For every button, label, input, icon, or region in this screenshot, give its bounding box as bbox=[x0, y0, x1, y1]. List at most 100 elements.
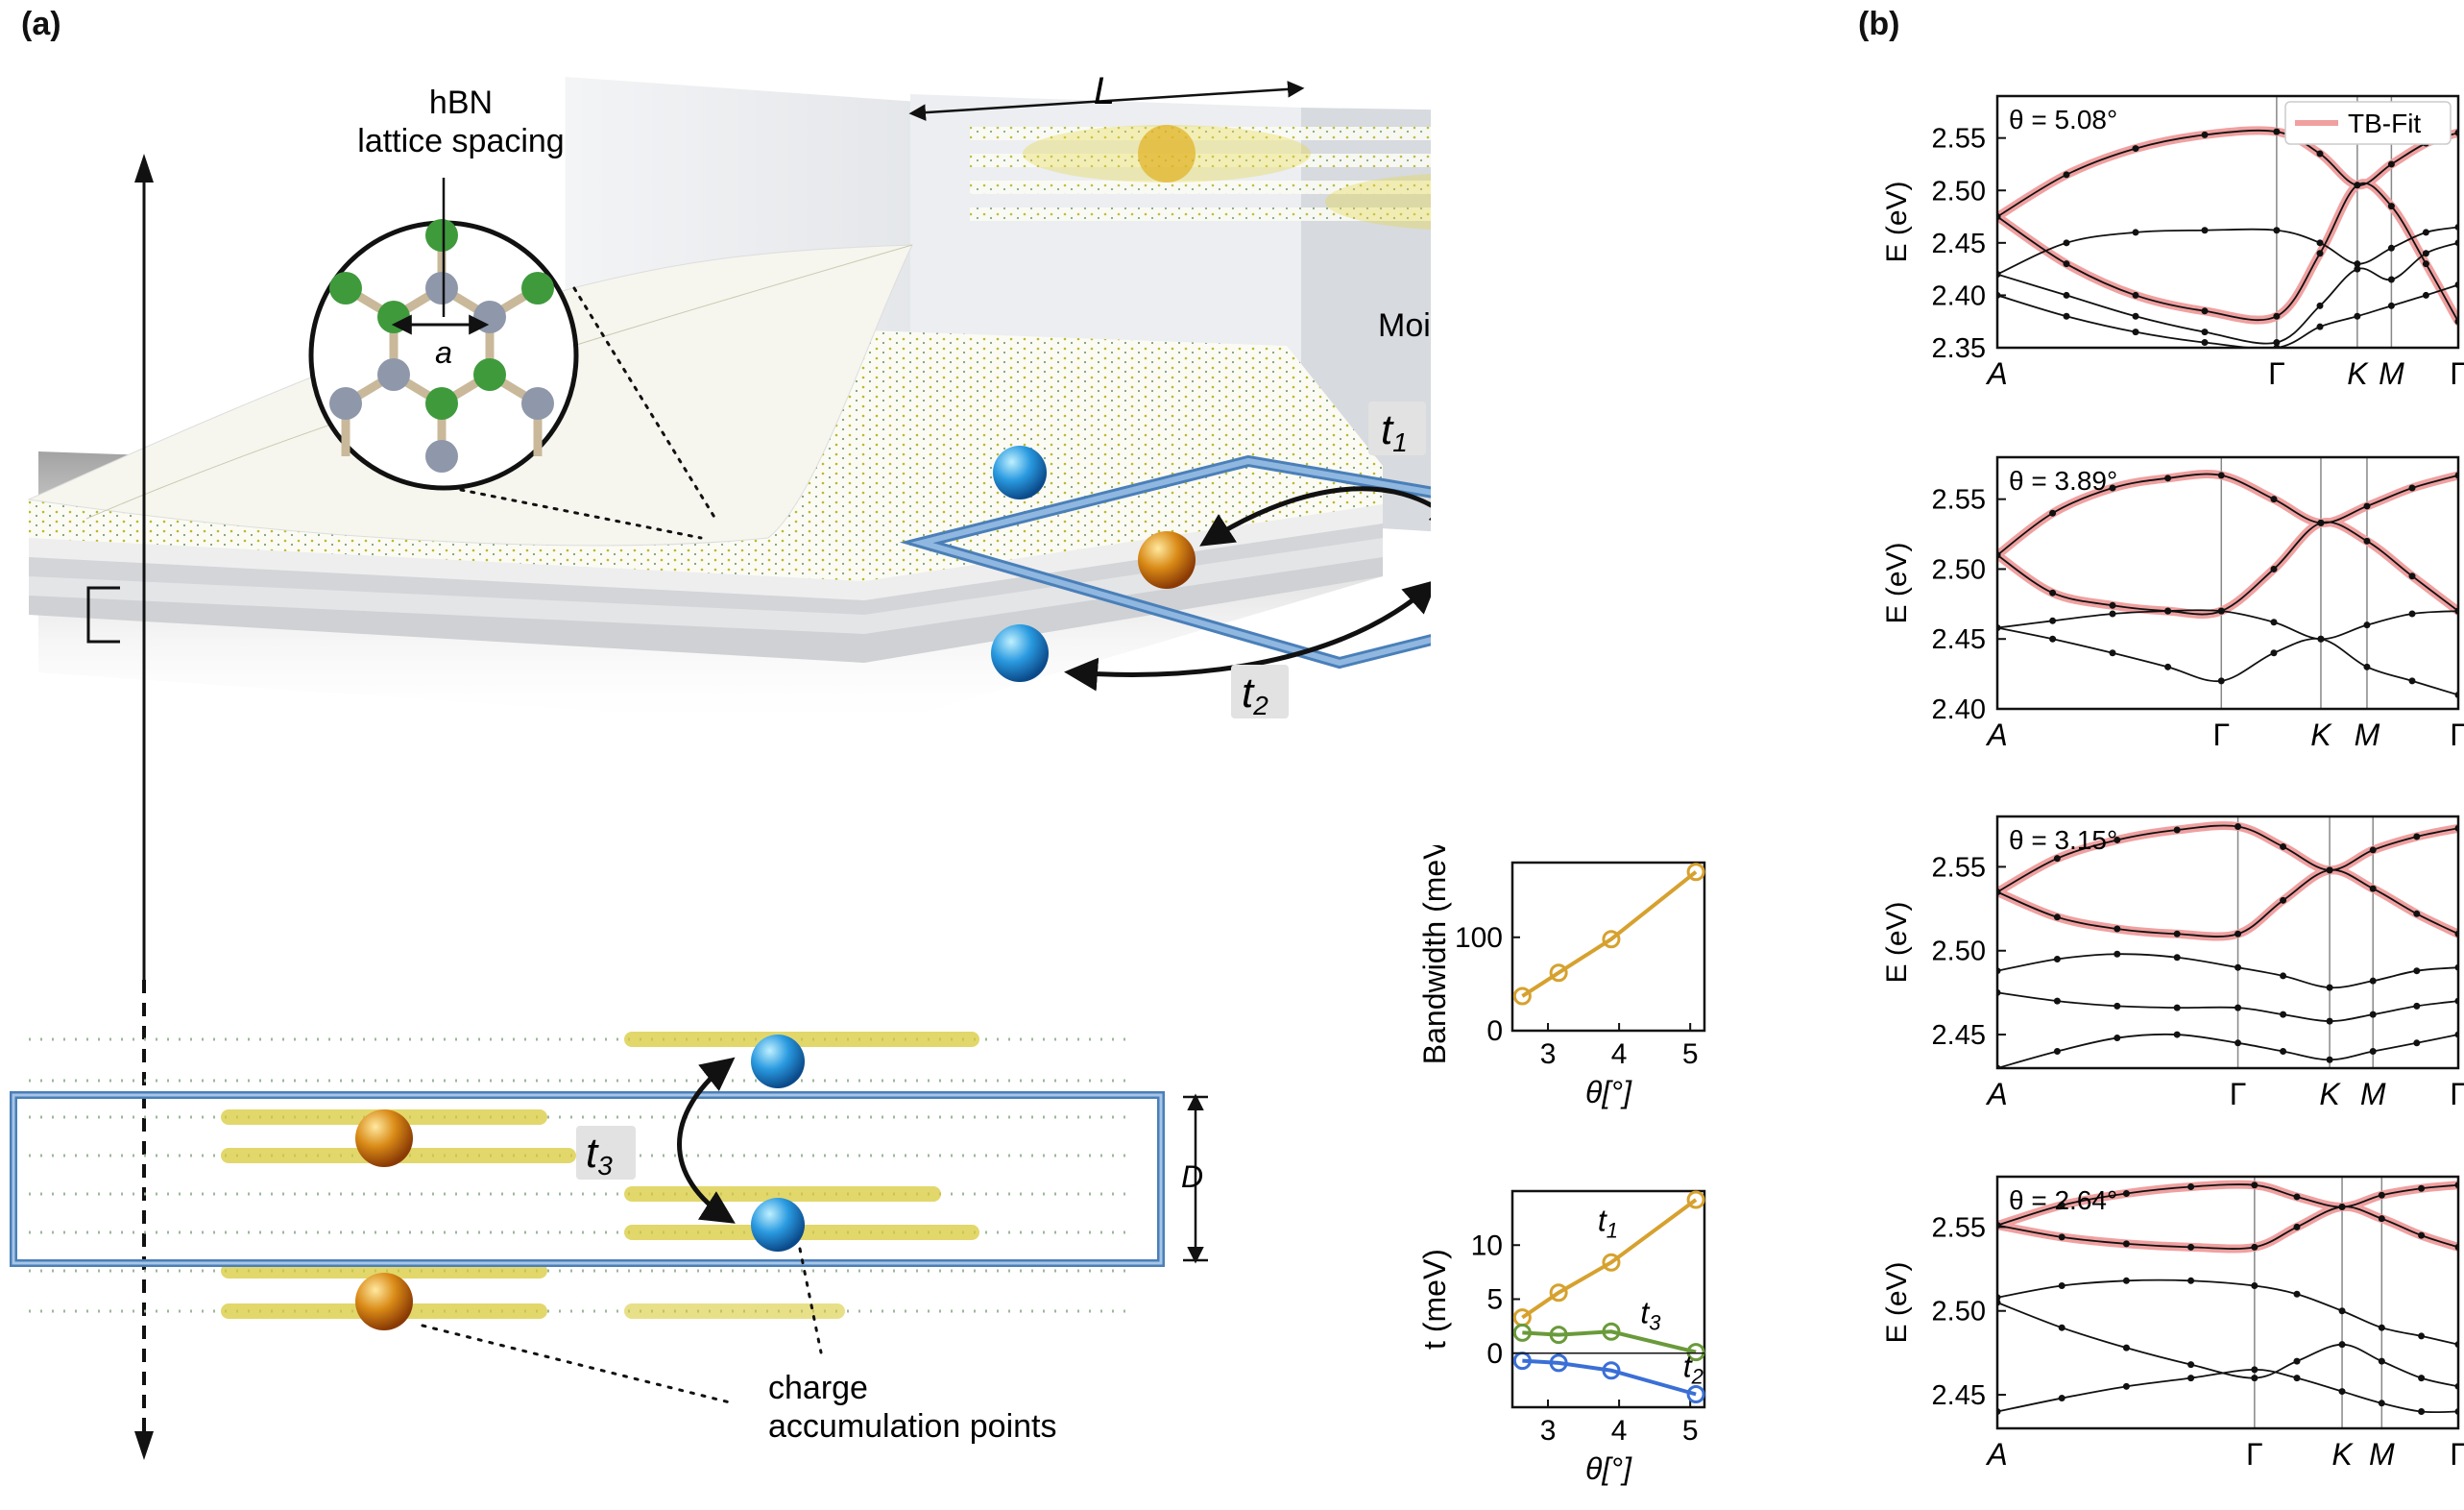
dft-point bbox=[2280, 1011, 2287, 1018]
data-point bbox=[1602, 1322, 1621, 1341]
x-tick-label: 3 bbox=[1540, 1038, 1557, 1070]
dft-point bbox=[2132, 329, 2139, 336]
k-point-label: K bbox=[2347, 356, 2369, 391]
angle-annotation: θ = 2.64° bbox=[2009, 1185, 2117, 1215]
y-tick-label: 2.35 bbox=[1932, 333, 1986, 364]
dft-point bbox=[2201, 329, 2209, 336]
data-point bbox=[1686, 863, 1705, 882]
k-point-label: Γ bbox=[2230, 1077, 2247, 1111]
dft-point bbox=[2354, 182, 2361, 189]
hop-arrow-t2 bbox=[1064, 579, 1431, 692]
y-tick-label: 2.55 bbox=[1932, 485, 1986, 516]
x-axis-label: θ[°] bbox=[1585, 1075, 1632, 1109]
dft-point bbox=[2063, 239, 2070, 247]
k-point-label: Γ bbox=[2268, 356, 2285, 391]
dft-point bbox=[2354, 260, 2361, 268]
dft-band bbox=[1997, 868, 2458, 938]
dft-band bbox=[1997, 521, 2458, 616]
dft-point bbox=[2109, 610, 2116, 618]
dft-point bbox=[2201, 307, 2209, 315]
y-axis-label: E (eV) bbox=[1881, 542, 1913, 623]
dft-point bbox=[2387, 160, 2395, 168]
dft-point bbox=[2251, 1366, 2259, 1374]
axes-frame bbox=[1995, 1175, 2460, 1430]
dft-point bbox=[2280, 972, 2287, 980]
moire-schematic: L Moiré unit cell bbox=[10, 70, 1431, 1460]
dft-band bbox=[1997, 1206, 2458, 1250]
dft-point bbox=[2053, 1048, 2061, 1056]
dft-point bbox=[2413, 910, 2421, 917]
dft-point bbox=[2413, 1002, 2421, 1010]
x-tick-label: 3 bbox=[1540, 1415, 1557, 1447]
dft-point bbox=[2063, 312, 2070, 320]
series-label: t3 bbox=[1640, 1295, 1661, 1334]
dft-point bbox=[2235, 930, 2242, 938]
dft-point bbox=[2114, 950, 2121, 958]
k-point-label: Γ bbox=[2246, 1437, 2263, 1472]
y-tick-label: 2.50 bbox=[1932, 176, 1986, 207]
dft-point bbox=[2387, 276, 2395, 283]
dft-point bbox=[2270, 565, 2278, 572]
dft-point bbox=[2369, 977, 2377, 985]
dft-point bbox=[2164, 475, 2172, 482]
dft-point bbox=[2338, 1203, 2346, 1210]
length-dimension-arrow bbox=[908, 81, 1305, 121]
dft-band bbox=[1997, 1033, 2458, 1068]
dft-point bbox=[2378, 1215, 2385, 1223]
dft-point bbox=[2058, 1233, 2065, 1241]
dft-point bbox=[2173, 930, 2181, 938]
dft-band bbox=[1997, 991, 2458, 1022]
x-axis-label: θ[°] bbox=[1585, 1451, 1632, 1486]
band-lines bbox=[1997, 126, 2458, 348]
data-point bbox=[1602, 1253, 1621, 1272]
dft-point bbox=[2251, 1282, 2259, 1290]
dft-band bbox=[1997, 824, 2458, 893]
dft-point bbox=[2053, 955, 2061, 962]
dft-point bbox=[2122, 1277, 2130, 1284]
data-point bbox=[1512, 1323, 1532, 1342]
dft-point bbox=[2251, 1375, 2259, 1382]
series-line bbox=[1522, 1329, 1697, 1354]
dft-point bbox=[2413, 1039, 2421, 1047]
dft-band bbox=[1997, 1183, 2458, 1227]
t3-label: t3 bbox=[586, 1130, 613, 1181]
hbn-label: hBN bbox=[429, 85, 493, 121]
charge-label-line2: accumulation points bbox=[768, 1408, 1057, 1445]
y-tick-label: 0 bbox=[1486, 1015, 1503, 1047]
dft-point bbox=[2122, 1189, 2130, 1197]
dft-point bbox=[2270, 619, 2278, 626]
dft-point bbox=[2114, 1002, 2121, 1010]
blue-sphere-side-2 bbox=[751, 1198, 805, 1252]
dft-point bbox=[2235, 822, 2242, 830]
data-point bbox=[1602, 930, 1621, 949]
dft-point bbox=[2422, 229, 2429, 236]
dft-point bbox=[2273, 227, 2281, 234]
dft-point bbox=[2235, 1004, 2242, 1011]
dft-point bbox=[2326, 1017, 2333, 1025]
dft-point bbox=[2173, 954, 2181, 962]
dft-band bbox=[1997, 473, 2458, 556]
dft-point bbox=[2217, 677, 2225, 685]
dft-point bbox=[2316, 302, 2324, 309]
y-tick-label: 2.50 bbox=[1932, 937, 1986, 967]
y-tick-label: 2.55 bbox=[1932, 1212, 1986, 1243]
dft-point bbox=[2418, 1184, 2426, 1192]
angle-annotation: θ = 3.15° bbox=[2009, 825, 2117, 855]
lattice-constant-label: a bbox=[435, 335, 452, 370]
x-tick-label: 4 bbox=[1611, 1415, 1628, 1447]
axes-frame bbox=[1510, 861, 1706, 1033]
y-axis-label: E (eV) bbox=[1881, 181, 1913, 262]
dft-point bbox=[2164, 607, 2172, 615]
top-layers bbox=[970, 125, 1431, 230]
dft-point bbox=[2363, 537, 2371, 545]
charge-label: charge bbox=[768, 1370, 868, 1406]
dft-point bbox=[2058, 1324, 2065, 1331]
k-point-label: K bbox=[2331, 1437, 2354, 1472]
dft-point bbox=[2053, 997, 2061, 1005]
dft-point bbox=[2326, 866, 2333, 874]
y-tick-label: 2.55 bbox=[1932, 124, 1986, 155]
stack-bracket bbox=[86, 586, 120, 644]
dft-point bbox=[2293, 1223, 2301, 1230]
